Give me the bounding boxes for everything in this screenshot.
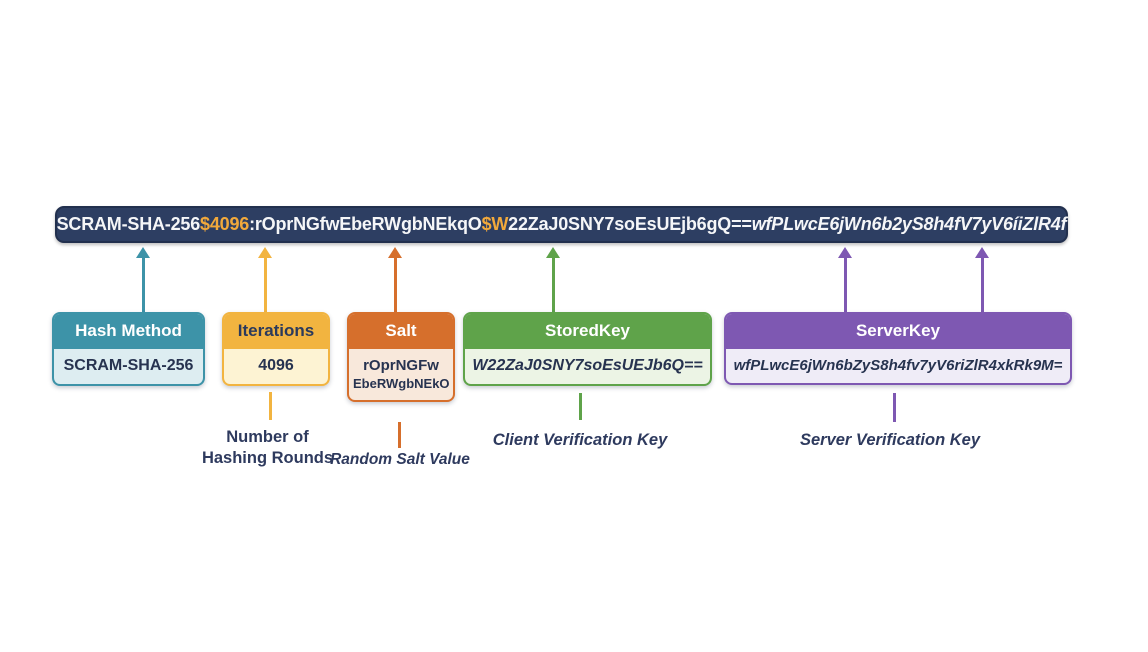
- salt-annotation: Random Salt Value: [330, 451, 470, 468]
- arrow-line: [843, 258, 847, 312]
- serverkey-header: ServerKey: [726, 314, 1070, 349]
- arrow-line: [263, 258, 267, 312]
- serverkey-value: wfPLwcE6jWn6bZyS8h4fv7yV6riZlR4xkRk9M=: [733, 357, 1063, 374]
- connector-storedkey: [579, 393, 582, 420]
- hash-method-header: Hash Method: [54, 314, 203, 349]
- arrow-hash-method: [136, 247, 150, 312]
- salt-value: rOprNGFw EbeRWgbNEkO: [349, 349, 453, 400]
- arrow-iterations: [258, 247, 272, 312]
- banner-segment-iterations: $4096: [200, 214, 250, 234]
- hash-string-banner: SCRAM-SHA-256$4096:rOprNGfwEbeRWgbNEkqO$…: [55, 206, 1068, 243]
- arrow-head-icon: [258, 247, 272, 258]
- iterations-box: Iterations 4096: [222, 312, 330, 386]
- arrow-head-icon: [546, 247, 560, 258]
- arrow-serverkey-right: [975, 247, 989, 312]
- serverkey-annotation: Server Verification Key: [799, 431, 981, 449]
- banner-segment-storedkey-delim: $W: [481, 214, 509, 234]
- iterations-annotation-line2: Hashing Rounds: [201, 448, 334, 467]
- storedkey-header: StoredKey: [465, 314, 710, 349]
- storedkey-value: W22ZaJ0SNY7soEsUEJb6Q==: [472, 357, 703, 374]
- arrow-head-icon: [975, 247, 989, 258]
- storedkey-annotation: Client Verification Key: [492, 431, 668, 449]
- arrow-head-icon: [838, 247, 852, 258]
- arrow-serverkey-left: [838, 247, 852, 312]
- connector-serverkey: [893, 393, 896, 422]
- connector-iterations: [269, 392, 272, 420]
- arrow-head-icon: [388, 247, 402, 258]
- banner-segment-hash-method: SCRAM-SHA-256: [56, 214, 201, 234]
- hash-method-value: SCRAM-SHA-256: [63, 357, 194, 374]
- iterations-value: 4096: [258, 357, 294, 374]
- arrow-line: [980, 258, 984, 312]
- banner-segment-storedkey: 22ZaJ0SNY7soEsUEjb6gQ==: [508, 214, 752, 234]
- salt-value-line1: rOprNGFw: [363, 357, 439, 374]
- arrow-line: [141, 258, 145, 312]
- arrow-line: [551, 258, 555, 312]
- storedkey-box: StoredKey W22ZaJ0SNY7soEsUEJb6Q==: [463, 312, 712, 386]
- arrow-head-icon: [136, 247, 150, 258]
- iterations-annotation-line1: Number of: [226, 428, 309, 446]
- arrow-storedkey: [546, 247, 560, 312]
- iterations-annotation: Number of Hashing Rounds: [185, 427, 350, 468]
- serverkey-box: ServerKey wfPLwcE6jWn6bZyS8h4fv7yV6riZlR…: [724, 312, 1072, 385]
- iterations-header: Iterations: [224, 314, 328, 349]
- banner-segment-serverkey: wfPLwcE6jWn6b2yS8h4fV7yV6íiZlR4f: [751, 214, 1067, 234]
- salt-header: Salt: [349, 314, 453, 349]
- arrow-line: [393, 258, 397, 312]
- salt-box: Salt rOprNGFw EbeRWgbNEkO: [347, 312, 455, 402]
- arrow-salt: [388, 247, 402, 312]
- connector-salt: [398, 422, 401, 448]
- banner-segment-salt: :rOprNGfwEbeRWgbNEkqO: [249, 214, 482, 234]
- hash-method-box: Hash Method SCRAM-SHA-256: [52, 312, 205, 386]
- salt-value-line2: EbeRWgbNEkO: [353, 376, 450, 391]
